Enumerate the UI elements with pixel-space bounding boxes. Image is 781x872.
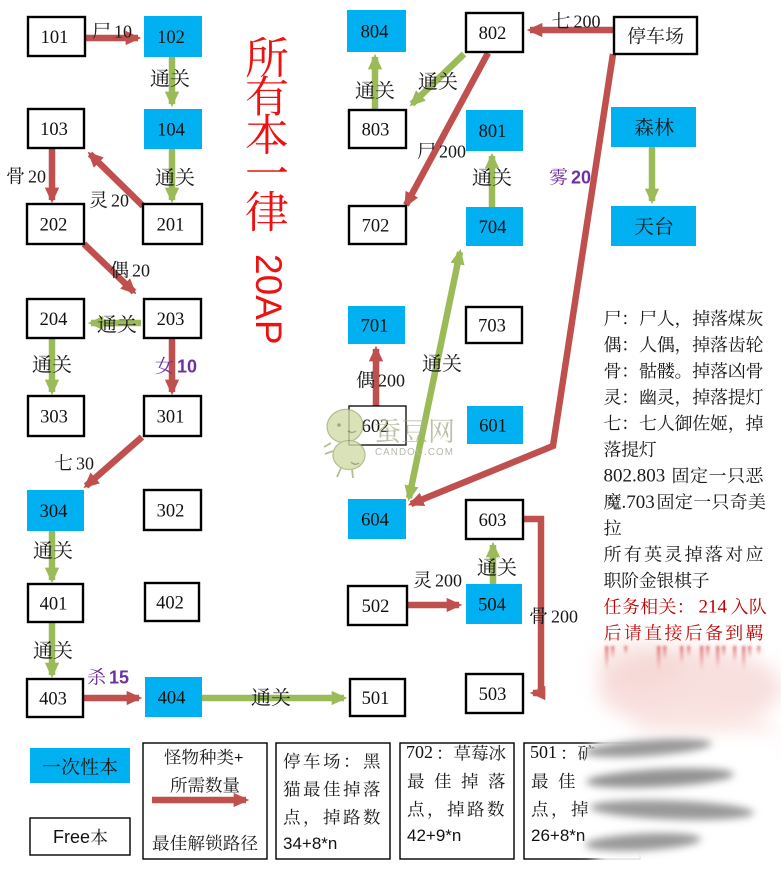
svg-text:501: 501 — [362, 689, 390, 709]
svg-text:26+8*n: 26+8*n — [531, 826, 585, 845]
svg-text:802: 802 — [479, 24, 507, 44]
svg-text:200: 200 — [574, 12, 601, 32]
svg-text:404: 404 — [158, 688, 186, 708]
svg-text:803: 803 — [362, 120, 390, 140]
svg-text:401: 401 — [40, 594, 68, 614]
svg-text:15: 15 — [109, 668, 129, 688]
svg-text:704: 704 — [479, 218, 507, 238]
svg-text:702: 702 — [406, 742, 433, 762]
svg-text:304: 304 — [40, 502, 68, 522]
svg-text:203: 203 — [157, 310, 185, 330]
svg-text:34+8*n: 34+8*n — [283, 834, 337, 853]
svg-text:201: 201 — [157, 215, 185, 235]
svg-text:20: 20 — [132, 261, 150, 281]
svg-text:403: 403 — [39, 689, 67, 709]
svg-text:103: 103 — [40, 120, 68, 140]
svg-text:504: 504 — [478, 595, 506, 615]
svg-text:.703: .703 — [622, 492, 655, 513]
svg-text:804: 804 — [361, 22, 389, 42]
svg-text:20: 20 — [28, 167, 46, 187]
svg-text:501: 501 — [530, 742, 557, 762]
svg-text:200: 200 — [551, 607, 578, 627]
svg-text:302: 302 — [157, 501, 185, 521]
svg-text:104: 104 — [157, 120, 185, 140]
svg-text:204: 204 — [40, 310, 68, 330]
svg-text:30: 30 — [76, 454, 94, 474]
svg-text:10: 10 — [114, 22, 132, 42]
svg-text:20AP: 20AP — [248, 254, 289, 345]
svg-text:603: 603 — [479, 511, 507, 531]
svg-text:Free: Free — [53, 827, 90, 847]
svg-text:+: + — [234, 750, 243, 767]
svg-text:202: 202 — [40, 215, 68, 235]
svg-text:42+9*n: 42+9*n — [407, 826, 461, 845]
svg-text:102: 102 — [157, 28, 185, 48]
svg-text:303: 303 — [40, 407, 68, 427]
svg-text:602: 602 — [362, 417, 390, 437]
svg-text:20: 20 — [571, 168, 591, 188]
svg-text:CANDOU.COM: CANDOU.COM — [375, 447, 454, 458]
svg-text:200: 200 — [439, 142, 466, 162]
svg-text:200: 200 — [378, 371, 405, 391]
svg-text:604: 604 — [361, 510, 389, 530]
svg-text:402: 402 — [156, 593, 184, 613]
svg-text:200: 200 — [435, 571, 462, 591]
svg-text:101: 101 — [41, 28, 69, 48]
svg-text:702: 702 — [362, 216, 390, 236]
svg-text:10: 10 — [177, 357, 197, 377]
svg-text:503: 503 — [479, 685, 507, 705]
svg-text:502: 502 — [362, 597, 390, 617]
svg-text:301: 301 — [157, 407, 185, 427]
svg-text:214: 214 — [699, 597, 728, 618]
svg-text:801: 801 — [479, 122, 507, 142]
svg-text:802.803: 802.803 — [604, 466, 666, 487]
svg-text:20: 20 — [111, 191, 129, 211]
svg-text:601: 601 — [479, 416, 507, 436]
svg-text:701: 701 — [361, 316, 389, 336]
svg-text:703: 703 — [478, 316, 506, 336]
